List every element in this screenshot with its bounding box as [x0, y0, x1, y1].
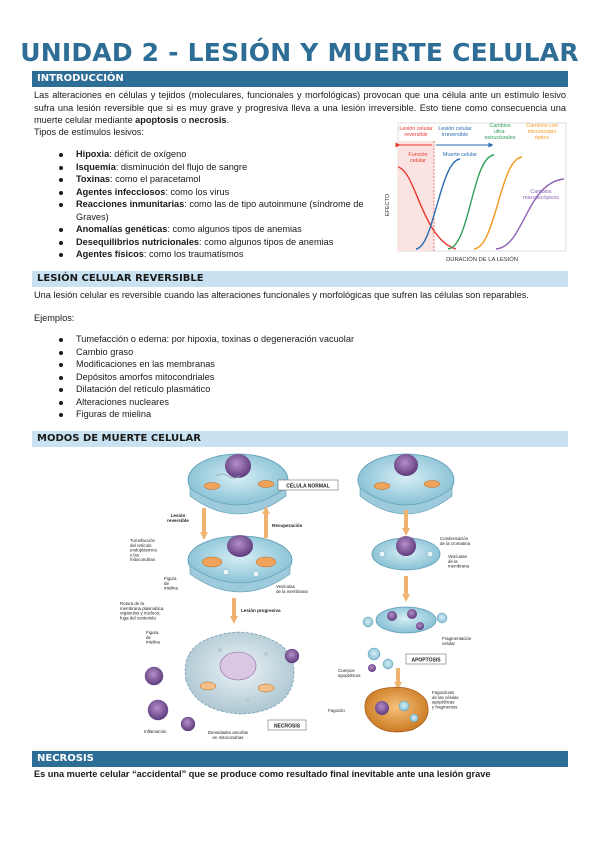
intro-paragraph: Las alteraciones en células y tejidos (m… [34, 89, 566, 127]
label-lesion-progresiva: Lesión progresiva [241, 608, 281, 613]
stimulus-desc: : como el paracetamol [110, 174, 201, 184]
curve-macroscopicos [495, 178, 565, 250]
stimulus-term: Toxinas [76, 174, 111, 184]
stimulus-desc: : como algunos tipos de anemias [199, 236, 334, 247]
inflammatory-cells [144, 648, 300, 732]
list-item: Alteraciones nucleares [54, 396, 474, 409]
reversible-paragraph: Una lesión celular es reversible cuando … [34, 290, 529, 300]
page-title: UNIDAD 2 - LESIÓN Y MUERTE CELULAR [20, 38, 579, 67]
examples-label: Ejemplos: [34, 313, 75, 323]
reversible-injured-cell [187, 535, 293, 593]
list-item: Cambio graso [54, 346, 474, 359]
stimulus-desc: : como los virus [165, 186, 230, 197]
list-item: Reacciones inmunitarias: como las de tip… [54, 198, 376, 223]
apoptotic-fragmentation [362, 606, 448, 634]
list-item: Depósitos amorfos mitocondriales [54, 371, 474, 384]
label-recuperacion: Recuperación [272, 523, 303, 528]
x-axis-label: DURACIÓN DE LA LESIÓN [446, 256, 518, 263]
stimulus-desc: : déficit de oxígeno [109, 149, 187, 159]
stimulus-term: Isquemia [76, 161, 116, 172]
section-header-necrosis: NECROSIS [32, 751, 568, 767]
label-necrosis: NECROSIS [274, 724, 301, 730]
apoptotic-bodies [367, 647, 394, 672]
list-item: Agentes infecciosos: como los virus [54, 186, 376, 199]
curve-ultraestructurales [447, 154, 495, 250]
label-inflamacion: Inflamación [144, 729, 167, 734]
label-box-necrosis [267, 719, 307, 731]
curve-funcion-celular [397, 166, 457, 250]
stimuli-list: Hipoxia: déficit de oxígeno Isquemia: di… [54, 148, 376, 261]
list-item: Isquemia: disminución del flujo de sangr… [54, 161, 376, 174]
list-item: Agentes físicos: como los traumatismos [54, 248, 376, 261]
list-item: Figuras de mielina [54, 408, 474, 421]
label-muerte-celular: Muerte celular [443, 152, 477, 158]
section-header-modos: MODOS DE MUERTE CELULAR [32, 431, 568, 447]
section-header-intro: INTRODUCCIÓN [32, 71, 568, 87]
phagocyte [364, 686, 429, 733]
list-item: Desequilibrios nutricionales: como algun… [54, 236, 376, 249]
intro-dot: . [226, 115, 230, 125]
curve-microscopio-optico [473, 156, 523, 250]
list-item: Toxinas: como el paracetamol [54, 173, 376, 186]
stimulus-desc: : disminución del flujo de sangre [115, 161, 248, 172]
section-header-reversible: LESIÓN CELULAR REVERSIBLE [32, 271, 568, 287]
necrotic-cell [184, 631, 295, 715]
list-item: Dilatación del retículo plasmático [54, 383, 474, 396]
label-box-celula-normal [277, 479, 339, 491]
examples-list: Tumefacción o edema: por hipoxia, toxina… [54, 333, 474, 421]
necrosis-paragraph: Es una muerte celular “accidental” que s… [34, 769, 491, 779]
list-item: Modificaciones en las membranas [54, 358, 474, 371]
intro-necrosis-term: necrosis [188, 115, 227, 125]
stimulus-term: Agentes infecciosos [76, 186, 166, 197]
normal-cell-left [187, 453, 289, 515]
list-item: Hipoxia: déficit de oxígeno [54, 148, 376, 161]
label-box-apoptosis [405, 653, 447, 665]
apoptotic-cell-condensed [371, 536, 441, 571]
list-item: Anomalías genéticas: como algunos tipos … [54, 223, 376, 236]
stimulus-desc: : como los traumatismos [143, 249, 244, 259]
list-item: Tumefacción o edema: por hipoxia, toxina… [54, 333, 474, 346]
stimulus-term: Desequilibrios nutricionales [76, 236, 200, 247]
label-fagocito: Fagocito [328, 708, 345, 713]
curve-muerte-celular [415, 158, 461, 250]
y-axis-label: EFECTO [385, 193, 391, 216]
stimuli-intro: Tipos de estímulos lesivos: [34, 127, 144, 137]
stimulus-term: Anomalías genéticas [76, 224, 168, 234]
intro-connector: o [178, 115, 189, 125]
stimulus-desc: : como las de tipo autoinmune (síndrome … [76, 199, 364, 222]
stimulus-term: Agentes físicos [76, 249, 144, 259]
intro-apoptosis-term: apoptosis [135, 115, 179, 125]
intro-text: Las alteraciones en células y tejidos (m… [34, 90, 566, 125]
label-celula-normal: CÉLULA NORMAL [286, 482, 329, 490]
stimulus-term: Reacciones inmunitarias [76, 199, 185, 209]
stimulus-term: Hipoxia [76, 149, 110, 159]
label-apoptosis: APOPTOSIS [411, 658, 441, 664]
stimulus-desc: : como algunos tipos de anemias [167, 224, 302, 234]
normal-cell-right [357, 453, 455, 515]
